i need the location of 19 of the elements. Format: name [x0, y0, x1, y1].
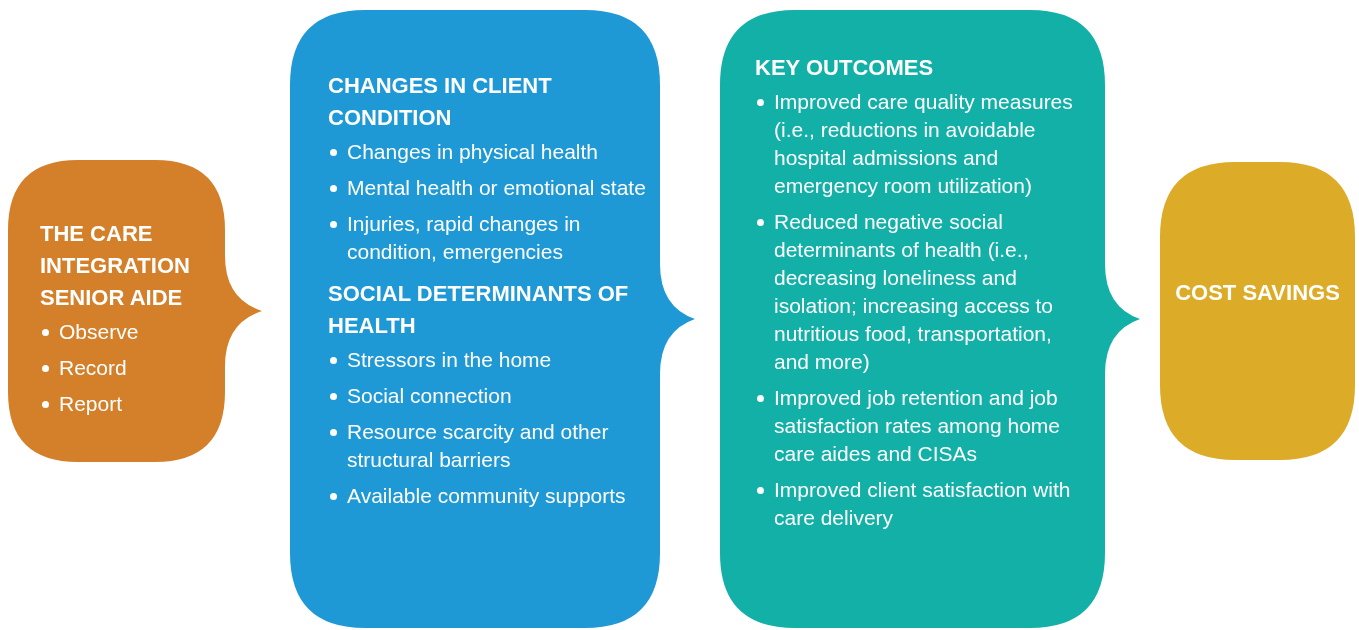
bullet-item: Resource scarcity and other structural barriers — [328, 418, 648, 474]
bullet-item: Improved client satisfaction with care delivery — [755, 476, 1085, 532]
bullet-item: Improved care quality measures (i.e., reductions in avoidable hospital admissions and emergency room utilization) — [755, 88, 1085, 200]
section-heading: KEY OUTCOMES — [755, 54, 935, 82]
bullet-item: Record — [40, 354, 230, 382]
section-heading: CHANGES IN CLIENT CONDITION — [328, 72, 553, 132]
section-heading: THE CARE INTEGRATION SENIOR AIDE — [40, 220, 191, 312]
bullet-item: Mental health or emotional state — [328, 174, 648, 202]
bullet-item: Available community supports — [328, 482, 648, 510]
bullet-item: Observe — [40, 318, 230, 346]
section-heading: COST SAVINGS — [1174, 279, 1341, 307]
bullet-item: Stressors in the home — [328, 346, 648, 374]
bullet-item: Report — [40, 390, 230, 418]
bullet-item: Injuries, rapid changes in condition, emergencies — [328, 210, 648, 266]
bullet-item: Improved job retention and job satisfaction rates among home care aides and CISAs — [755, 384, 1085, 468]
bullet-item: Changes in physical health — [328, 138, 648, 166]
bullet-item: Reduced negative social determinants of health (i.e., decreasing loneliness and isolation; increasing access to nutritious food, transportation, and more) — [755, 208, 1085, 376]
bullet-item: Social connection — [328, 382, 648, 410]
section-heading: SOCIAL DETERMINANTS OF HEALTH — [328, 280, 630, 340]
